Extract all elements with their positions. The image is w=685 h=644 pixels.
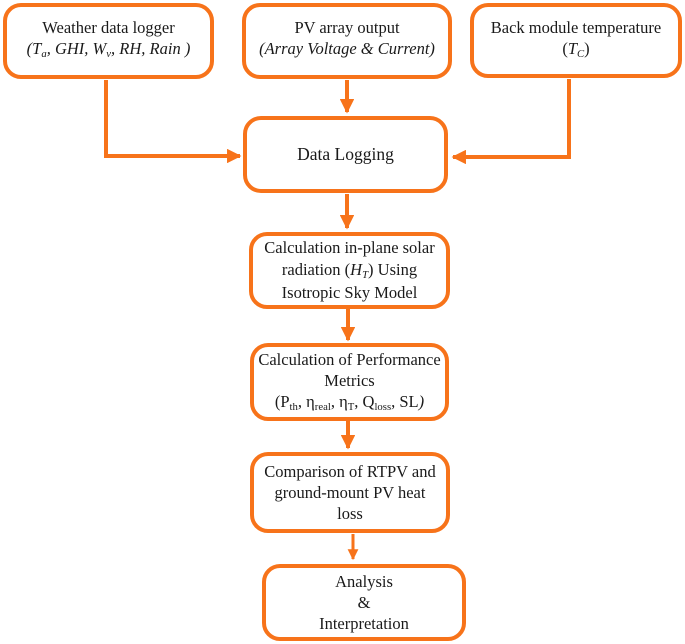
node-weather-data-logger: Weather data logger(Ta, GHI, Wv, RH, Rai…	[3, 3, 214, 79]
node-pv-array-output: PV array output(Array Voltage & Current)	[242, 3, 452, 79]
node-data-logging: Data Logging	[243, 116, 448, 193]
arrow-backtemp-to-logging	[451, 79, 571, 165]
node-back-module-temperature: Back module temperature(TC)	[470, 3, 682, 78]
node-analysis-interpretation: Analysis&Interpretation	[262, 564, 466, 641]
arrow-weather-to-logging	[104, 80, 242, 164]
